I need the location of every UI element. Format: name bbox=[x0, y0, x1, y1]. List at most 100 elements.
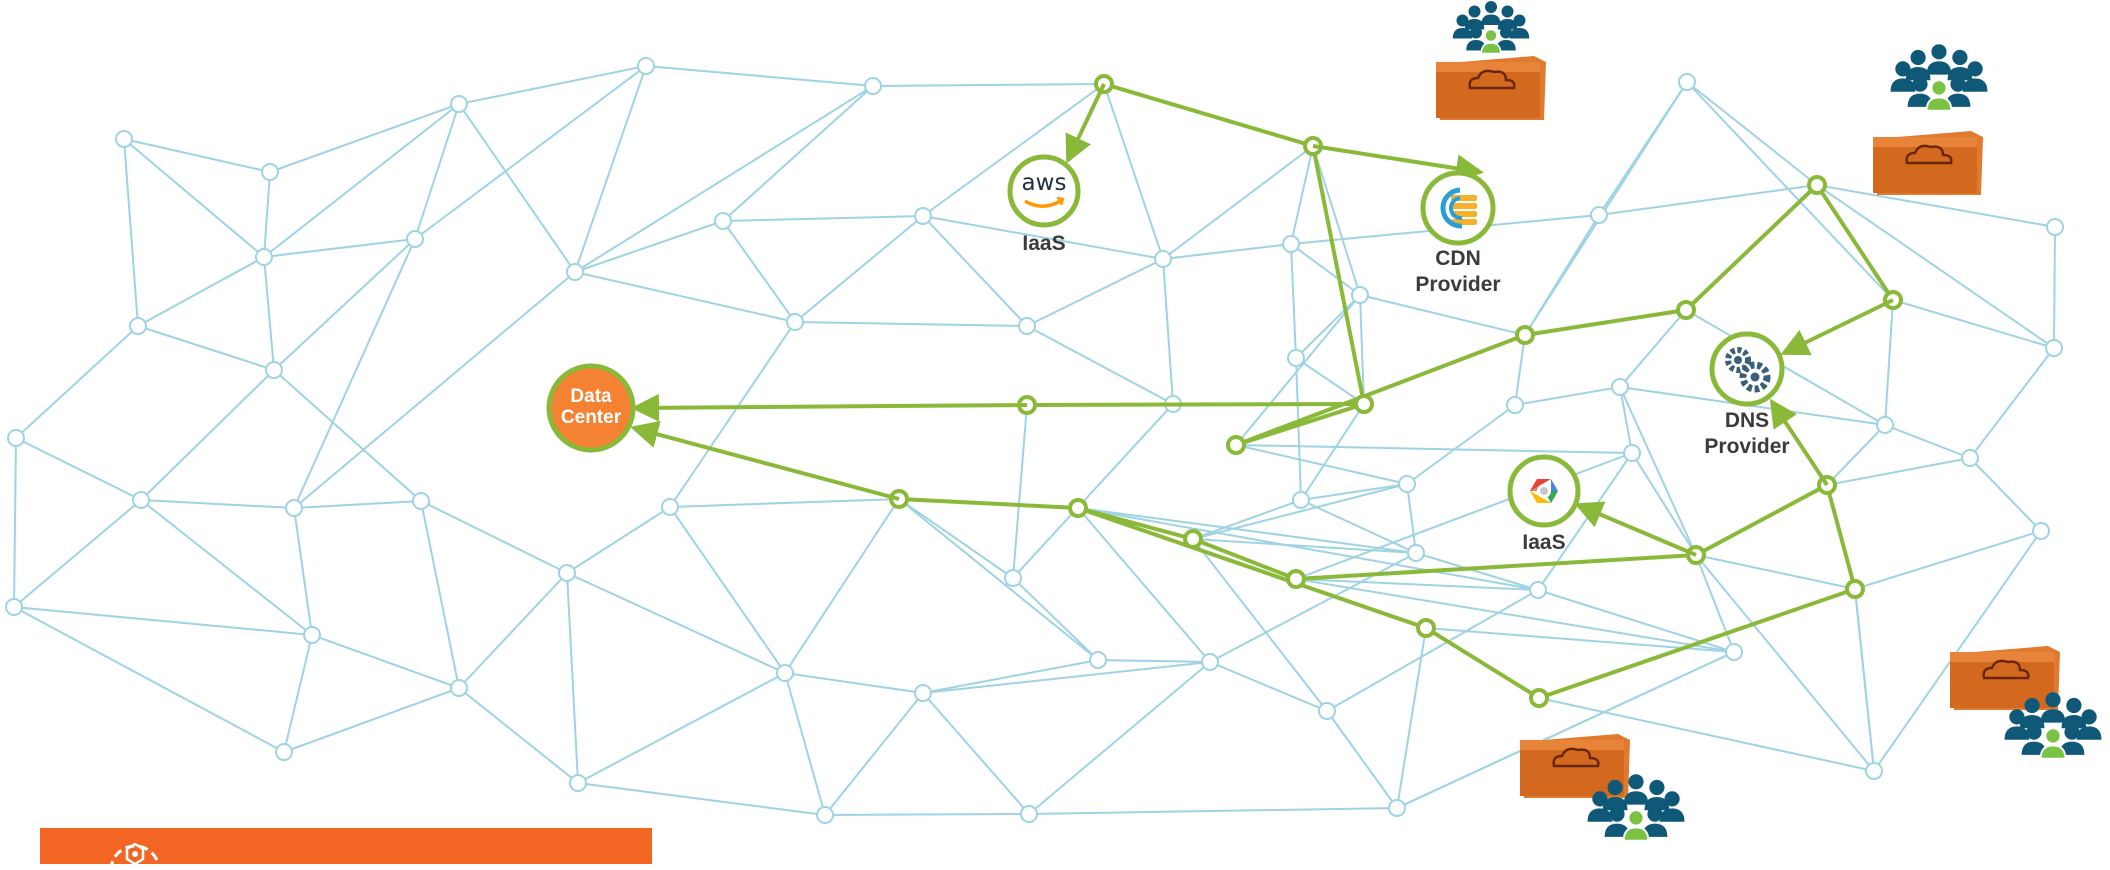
mesh-link bbox=[574, 271, 796, 323]
mesh-node bbox=[1388, 799, 1406, 817]
mesh-link bbox=[784, 672, 826, 816]
mesh-node bbox=[558, 564, 576, 582]
mesh-link bbox=[1077, 507, 1211, 663]
mesh-link bbox=[263, 171, 271, 258]
mesh-link bbox=[458, 103, 576, 273]
mesh-node bbox=[2046, 218, 2064, 236]
mesh-link bbox=[1514, 386, 1621, 406]
mesh-node bbox=[714, 212, 732, 230]
users-group-icon bbox=[1452, 1, 1530, 55]
mesh-link bbox=[1209, 661, 1328, 712]
mesh-link bbox=[1695, 554, 1875, 772]
mesh-link bbox=[1012, 403, 1174, 579]
mesh-link bbox=[722, 85, 874, 222]
mesh-link bbox=[1359, 294, 1526, 336]
route-hop bbox=[1226, 435, 1246, 455]
mesh-link bbox=[1326, 589, 1539, 712]
mesh-link bbox=[1854, 530, 2042, 590]
cdn-node bbox=[1420, 170, 1496, 246]
gcp-iaas-label: IaaS bbox=[1522, 531, 1566, 554]
mesh-link bbox=[577, 672, 786, 784]
network-mesh bbox=[13, 65, 2056, 816]
mesh-link bbox=[1295, 294, 1361, 359]
route-link bbox=[1825, 484, 1857, 590]
mesh-link bbox=[1295, 357, 1365, 405]
mesh-link bbox=[922, 215, 1164, 260]
mesh-node bbox=[132, 491, 150, 509]
mesh-link bbox=[420, 500, 460, 689]
mesh-link bbox=[898, 498, 1099, 661]
mesh-link bbox=[1359, 294, 1365, 405]
mesh-link bbox=[824, 813, 1030, 816]
mesh-link bbox=[922, 215, 1028, 327]
mesh-node bbox=[1154, 250, 1172, 268]
mesh-link bbox=[1295, 578, 1735, 653]
mesh-node bbox=[1089, 651, 1107, 669]
mesh-link bbox=[123, 138, 265, 258]
mesh-link bbox=[123, 138, 139, 327]
mesh-link bbox=[1816, 184, 2055, 349]
mesh-link bbox=[1686, 81, 1818, 186]
mesh-link bbox=[669, 321, 796, 508]
mesh-link bbox=[872, 83, 1105, 87]
route-link bbox=[1424, 626, 1541, 700]
mesh-link bbox=[420, 500, 568, 574]
mesh-link bbox=[13, 606, 285, 753]
mesh-link bbox=[1406, 483, 1417, 554]
route-hop bbox=[1183, 529, 1203, 549]
mesh-node bbox=[914, 684, 932, 702]
mesh-node bbox=[412, 492, 430, 510]
route-arrow bbox=[630, 420, 900, 501]
cloud-box-icon bbox=[1520, 734, 1630, 798]
mesh-link bbox=[1631, 452, 1697, 556]
mesh-link bbox=[1884, 424, 1971, 459]
mesh-node bbox=[1407, 544, 1425, 562]
mesh-node bbox=[7, 429, 25, 447]
mesh-node bbox=[261, 163, 279, 181]
mesh-node bbox=[1961, 449, 1979, 467]
cloud-box-icon bbox=[1436, 56, 1546, 120]
route-link bbox=[898, 497, 1079, 510]
route-hop bbox=[1807, 175, 1827, 195]
route-hop bbox=[1286, 569, 1306, 589]
mesh-link bbox=[1235, 294, 1361, 446]
mesh-link bbox=[414, 65, 647, 240]
dns-provider-label: DNS Provider bbox=[1704, 409, 1790, 458]
mesh-link bbox=[922, 692, 1030, 815]
mesh-link bbox=[1097, 659, 1211, 663]
route-link bbox=[1524, 308, 1687, 337]
mesh-link bbox=[140, 369, 275, 501]
cdn-stack-icon bbox=[1440, 187, 1477, 229]
mesh-link bbox=[269, 103, 460, 173]
mesh-node bbox=[786, 313, 804, 331]
mesh-link bbox=[1192, 538, 1328, 712]
mesh-link bbox=[1816, 184, 2056, 228]
google-cloud-hexagon-icon bbox=[1530, 479, 1558, 503]
mesh-node bbox=[255, 248, 273, 266]
mesh-link bbox=[458, 687, 579, 784]
route-link bbox=[1235, 333, 1526, 447]
mesh-link bbox=[263, 256, 275, 371]
mesh-link bbox=[784, 498, 900, 674]
mesh-node bbox=[275, 743, 293, 761]
mesh-link bbox=[414, 103, 460, 240]
mesh-node bbox=[1678, 73, 1696, 91]
route-link bbox=[1077, 506, 1427, 630]
mesh-link bbox=[1969, 457, 2042, 532]
mesh-node bbox=[1004, 569, 1022, 587]
mesh-link bbox=[293, 238, 416, 509]
mesh-link bbox=[1396, 651, 1735, 809]
traffic-routes bbox=[898, 82, 1895, 700]
mesh-node bbox=[1201, 653, 1219, 671]
mesh-link bbox=[1077, 507, 1417, 554]
route-hops bbox=[889, 74, 1903, 708]
route-link bbox=[1695, 483, 1828, 557]
mesh-link bbox=[15, 437, 142, 501]
mesh-node bbox=[1351, 286, 1369, 304]
mesh-link bbox=[566, 572, 579, 784]
mesh-node bbox=[1282, 235, 1300, 253]
aws-smile-icon bbox=[1024, 198, 1063, 208]
data-center-circle bbox=[546, 363, 636, 453]
mesh-link bbox=[13, 499, 142, 608]
mesh-link bbox=[1162, 145, 1314, 260]
